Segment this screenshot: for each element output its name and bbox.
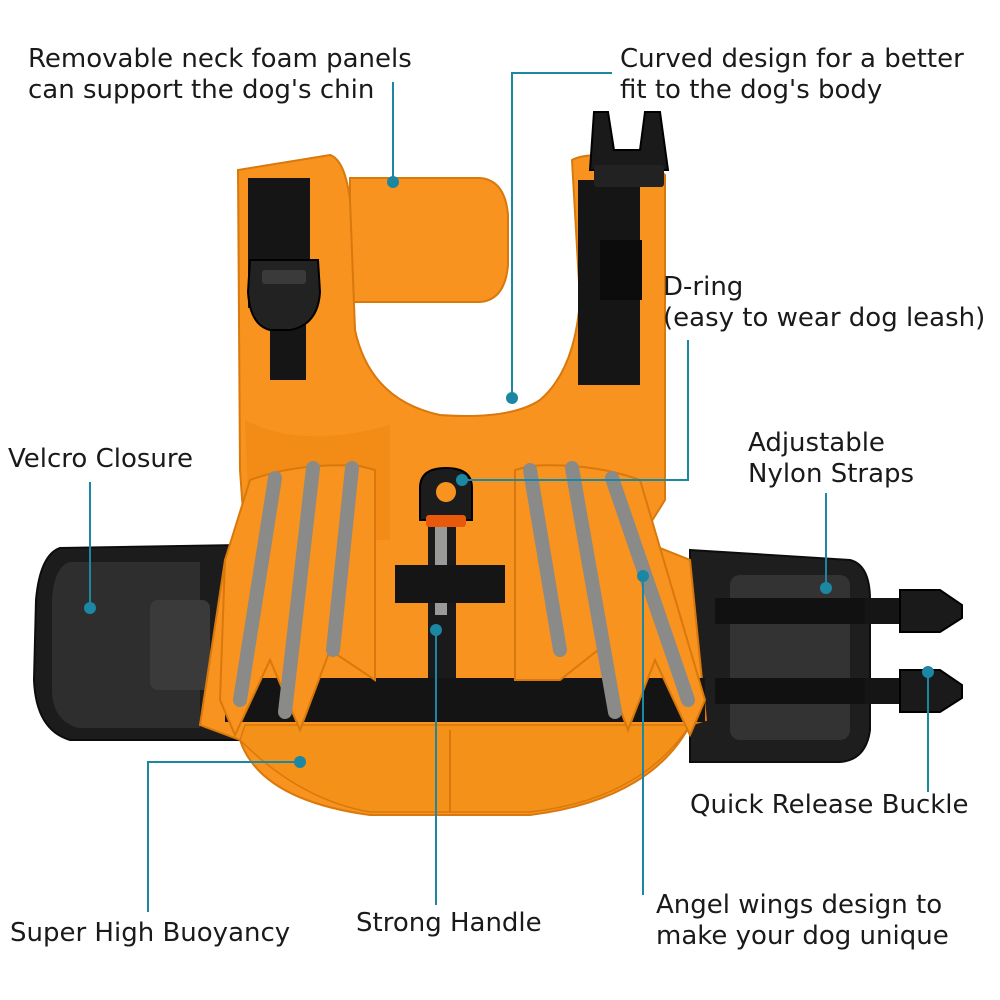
callout-dot-buckle [922,666,934,678]
label-velcro: Velcro Closure [8,444,193,475]
label-buoyancy: Super High Buoyancy [10,918,290,949]
angel-wing-left [218,461,376,738]
callout-dot-handle [430,624,442,636]
label-angel-wings-line2: make your dog unique [656,921,949,951]
handle-assembly [395,466,505,690]
angel-wing-right [514,461,707,738]
quick-release-buckle-upper [860,589,963,633]
label-angel-wings: Angel wings design to make your dog uniq… [656,890,949,952]
buckle-upper-icon [899,589,963,633]
callout-dot-neck [387,176,399,188]
label-curved-design-line1: Curved design for a better [620,44,964,74]
label-neck-foam: Removable neck foam panels can support t… [28,44,412,106]
callout-dot-dring [456,474,468,486]
mesh-panel-left [150,600,210,690]
label-nylon-straps: Adjustable Nylon Straps [748,428,914,490]
label-curved-design-line2: fit to the dog's body [620,75,883,105]
nylon-strap-upper [715,598,865,624]
callout-lines [89,72,929,912]
neck-strap-right [578,111,670,385]
neck-strap-left [246,178,322,380]
label-angel-wings-line1: Angel wings design to [656,890,943,920]
callout-line-dring [462,340,689,481]
quick-release-buckle-lower [860,669,963,713]
label-curved-design: Curved design for a better fit to the do… [620,44,964,106]
label-nylon-straps-line1: Adjustable [748,428,885,458]
callout-dot-buoy [294,756,306,768]
callout-dots [84,176,934,768]
callout-dot-wings [637,570,649,582]
callout-dot-straps [820,582,832,594]
top-buckle-icon [588,111,670,171]
label-handle: Strong Handle [356,908,542,939]
buckle-lower-icon [899,669,963,713]
handle-crossbar [395,565,505,603]
label-buoyancy-line1: Super High Buoyancy [10,918,291,948]
label-nylon-straps-line2: Nylon Straps [748,459,915,489]
callout-dot-curved [506,392,518,404]
label-neck-foam-line1: Removable neck foam panels [28,44,412,74]
label-d-ring-line2: (easy to wear dog leash) [663,303,986,333]
label-velcro-line1: Velcro Closure [8,444,193,474]
nylon-strap-lower [715,678,865,704]
label-neck-foam-line2: can support the dog's chin [28,75,375,105]
label-d-ring: D-ring (easy to wear dog leash) [663,272,985,334]
label-quick-release-line1: Quick Release Buckle [690,790,969,820]
neck-foam-panel [349,177,509,303]
label-d-ring-line1: D-ring [663,272,744,302]
vest-bottom-panel [239,724,692,813]
callout-line-curved [511,72,612,398]
label-quick-release: Quick Release Buckle [690,790,969,821]
callout-line-buoy [147,761,298,912]
callout-dot-velcro [84,602,96,614]
label-handle-line1: Strong Handle [356,908,542,938]
